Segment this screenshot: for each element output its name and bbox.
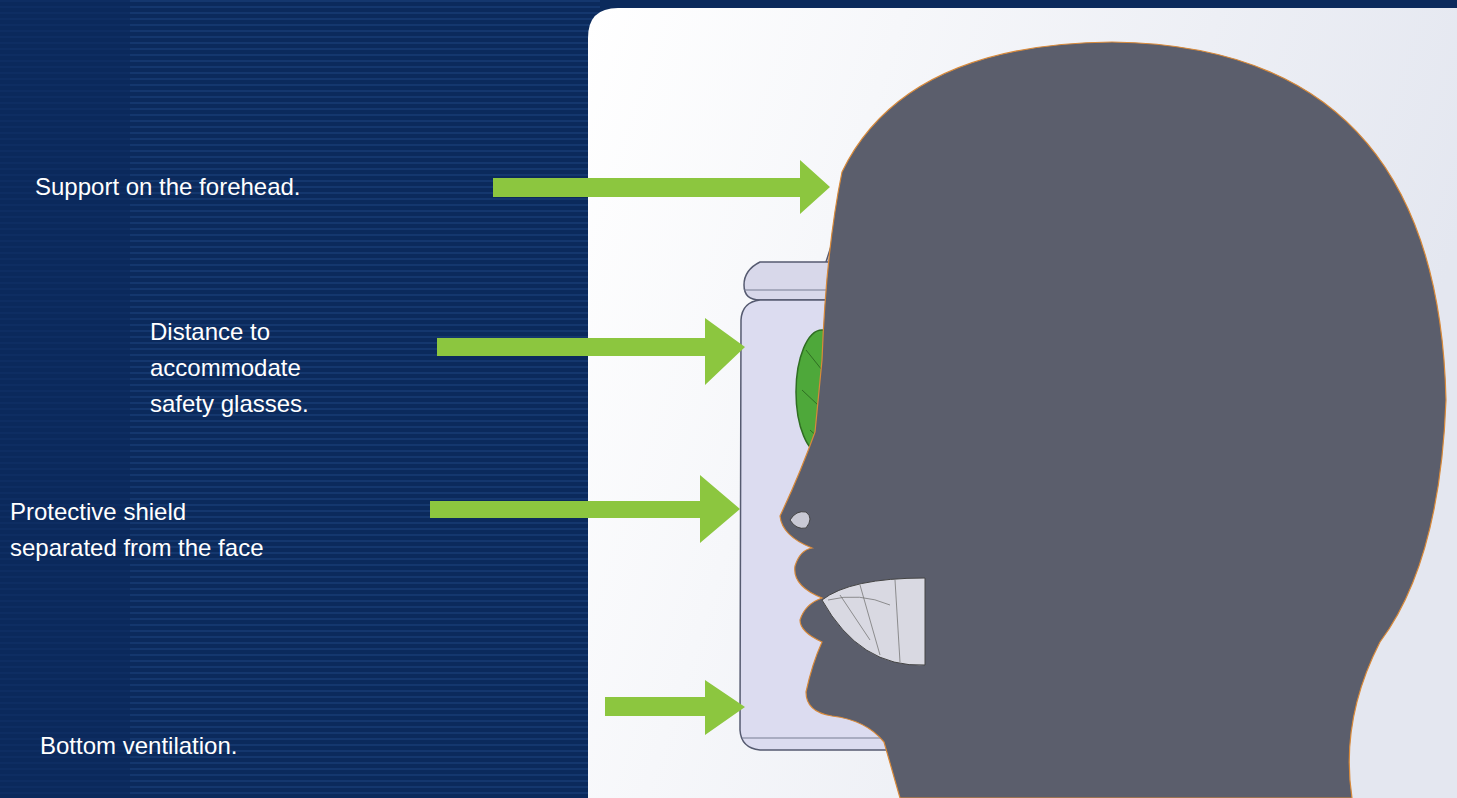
callout-arrow [493,160,830,214]
callout-label: Bottom ventilation. [40,728,440,764]
mouth [822,578,925,665]
head-silhouette [780,42,1446,798]
nostril [790,512,810,529]
callout-arrow [437,318,745,385]
striped-ground [0,0,600,798]
callout-arrow [430,475,740,543]
callout-label: Support on the forehead. [35,169,485,205]
ground-shade [0,0,130,798]
mouth-detail [828,580,900,662]
callout-label: Protective shield separated from the fac… [10,494,275,566]
callout-arrow [605,680,745,735]
white-panel [588,8,1457,798]
callout-label: Distance to accommodate safety glasses. [150,314,325,422]
